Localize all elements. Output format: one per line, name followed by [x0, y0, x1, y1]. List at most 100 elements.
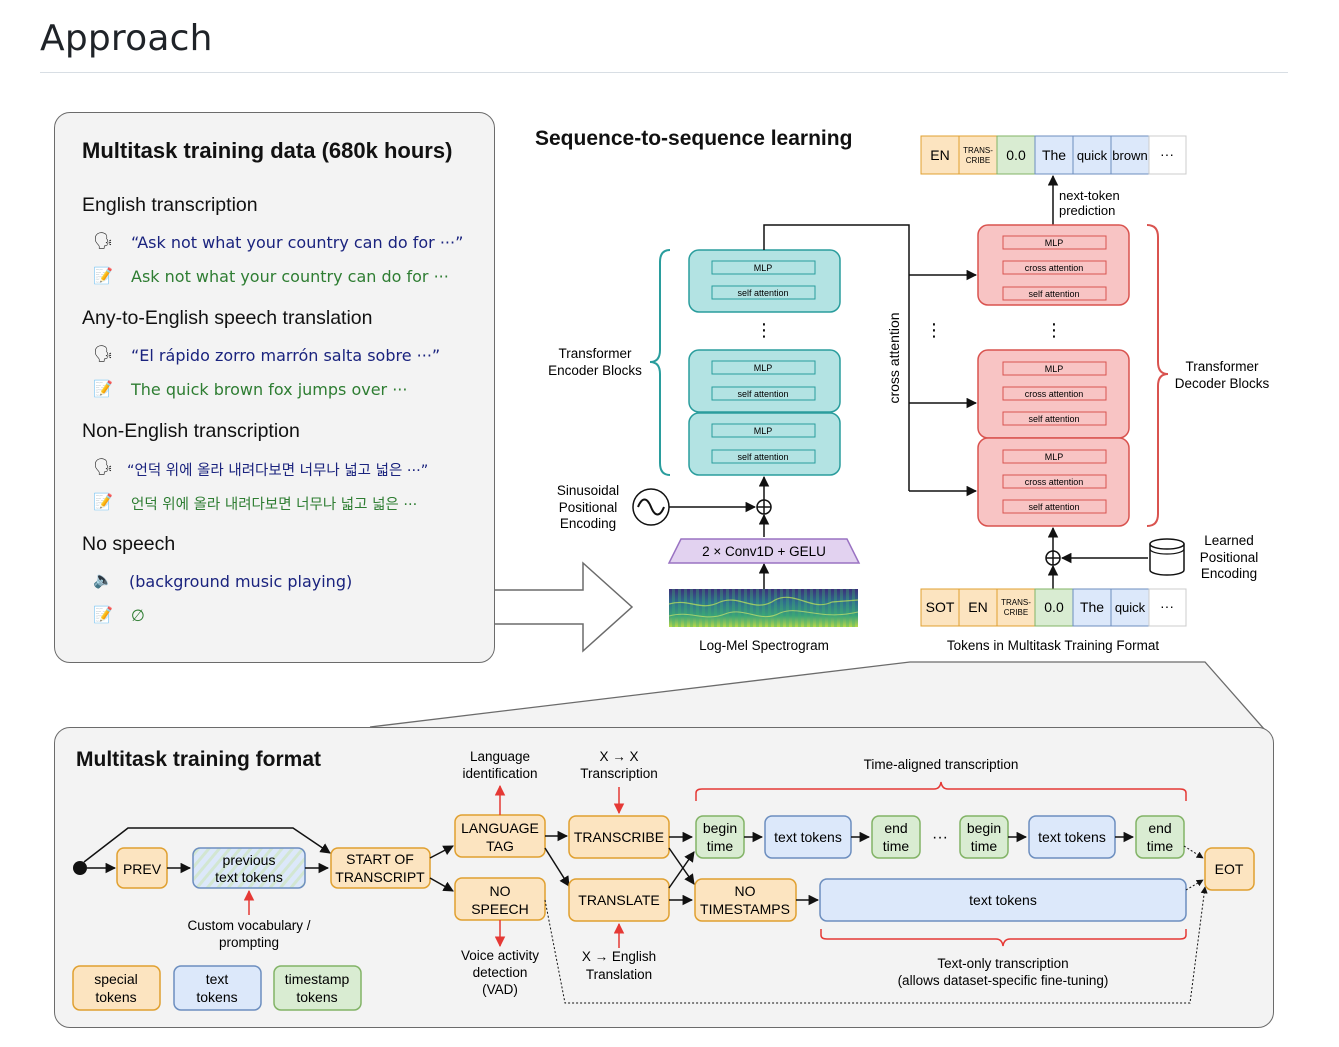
begin-time-label: time: [707, 838, 734, 854]
sot-label: TRANSCRIPT: [335, 869, 425, 885]
section-title-non-english: Non-English transcription: [82, 420, 300, 442]
mlp-label: MLP: [754, 263, 773, 273]
speaking-head-icon: 🗣: [93, 346, 114, 363]
self-attention-label: self attention: [737, 452, 788, 462]
mlp-label: MLP: [1045, 364, 1064, 374]
previous-text-label: previous: [223, 852, 276, 868]
begin-time-label: begin: [967, 820, 1001, 836]
spectrogram-image: [668, 589, 859, 627]
self-attention-label: self attention: [737, 389, 788, 399]
language-id-label: identification: [462, 766, 537, 781]
xx-transcription-label: X → X: [599, 749, 638, 764]
conv-block: [667, 538, 861, 564]
mlp-label: MLP: [754, 363, 773, 373]
end-time-label: end: [884, 820, 907, 836]
begin-time-label: time: [971, 838, 998, 854]
learned-pos-label: Learned: [1204, 533, 1254, 548]
token-sot: SOT: [926, 599, 955, 615]
self-attention-label: self attention: [1028, 414, 1079, 424]
mlp-label: MLP: [754, 426, 773, 436]
time-aligned-label: Time-aligned transcription: [864, 757, 1019, 772]
output-tokens: EN TRANS- CRIBE 0.0 The quick brown ···: [920, 135, 1187, 175]
legend-special: [72, 965, 161, 1011]
token-timestamp: 0.0: [1044, 599, 1064, 615]
learned-pos-label: Positional: [1200, 550, 1259, 565]
sot-label: START OF: [346, 851, 414, 867]
no-speech-label: SPEECH: [471, 901, 529, 917]
training-data-heading: Multitask training data (680k hours): [82, 138, 453, 163]
token-ellipsis: ···: [1160, 146, 1174, 162]
mlp-label: MLP: [1045, 452, 1064, 462]
decoder-stack: MLP cross attention self attention ⋮ MLP…: [977, 224, 1130, 527]
conv-label: 2 × Conv1D + GELU: [702, 544, 826, 559]
tokens-caption: Tokens in Multitask Training Format: [947, 638, 1160, 653]
between-dots: ⋮: [925, 320, 943, 340]
token-text: The: [1042, 147, 1066, 163]
end-time-token: [1135, 815, 1185, 859]
transcript-sample: 언덕 위에 올라 내려다보면 너무나 넓고 넓은 ···: [131, 497, 418, 513]
legend-timestamp: [273, 965, 362, 1011]
text-tokens-label: text tokens: [774, 829, 842, 845]
token-ellipsis: ···: [1160, 598, 1174, 614]
text-only-label: (allows dataset-specific fine-tuning): [898, 973, 1109, 988]
vad-label: Voice activity: [461, 948, 539, 963]
memo-icon: 📝: [93, 268, 113, 285]
format-heading: Multitask training format: [76, 748, 321, 771]
token-text: brown: [1112, 148, 1147, 163]
legend-special-label: special: [94, 971, 138, 987]
speech-sample: “El rápido zorro marrón salta sobre ···”: [131, 346, 441, 365]
transcript-sample: The quick brown fox jumps over ···: [131, 380, 408, 399]
token-timestamp: 0.0: [1006, 147, 1026, 163]
database-icon: [1149, 538, 1185, 576]
end-time-token: [871, 815, 921, 859]
legend-timestamp-label: tokens: [296, 989, 337, 1005]
sinusoidal-label: Sinusoidal: [557, 483, 619, 498]
translate-label: TRANSLATE: [578, 892, 659, 908]
cross-attention-label: cross attention: [1025, 389, 1084, 399]
transcribe-label: TRANSCRIBE: [574, 829, 664, 845]
text-only-brace: [820, 929, 1187, 947]
sequence-dots: ···: [932, 829, 948, 846]
decoder-dots: ⋮: [1045, 320, 1063, 340]
language-tag-label: LANGUAGE: [461, 820, 539, 836]
section-title-translation: Any-to-English speech translation: [82, 307, 373, 329]
decoder-brace: [1146, 224, 1169, 527]
encoder-label: Transformer: [558, 346, 632, 361]
self-attention-label: self attention: [1028, 289, 1079, 299]
speaking-head-icon: 🗣: [93, 459, 114, 476]
token-text: quick: [1077, 148, 1108, 163]
no-speech-label: NO: [490, 883, 511, 899]
training-data-panel: Multitask training data (680k hours) Eng…: [54, 112, 495, 663]
xx-transcription-label: Transcription: [580, 766, 658, 781]
start-node: [73, 861, 87, 875]
text-tokens-label: text tokens: [969, 892, 1037, 908]
legend-text-label: tokens: [196, 989, 237, 1005]
self-attention-label: self attention: [1028, 502, 1079, 512]
spectrogram-label: Log-Mel Spectrogram: [699, 638, 829, 653]
start-of-transcript-token: [330, 847, 431, 889]
text-tokens-label: text tokens: [1038, 829, 1106, 845]
language-tag-label: TAG: [486, 838, 514, 854]
zoom-connector: [369, 661, 1273, 739]
input-tokens: SOT EN TRANS- CRIBE 0.0 The quick ···: [920, 588, 1187, 627]
prev-label: PREV: [123, 861, 162, 877]
eot-label: EOT: [1215, 861, 1244, 877]
memo-icon: 📝: [93, 607, 113, 624]
cross-attention-label: cross attention: [1025, 477, 1084, 487]
token-transcribe-top: TRANS-: [1001, 598, 1031, 607]
decoder-label: Transformer: [1185, 359, 1259, 374]
custom-vocab-label: Custom vocabulary /: [187, 918, 310, 933]
sinusoidal-label: Positional: [559, 500, 618, 515]
language-id-label: Language: [470, 749, 530, 764]
memo-icon: 📝: [93, 494, 113, 511]
decoder-label: Decoder Blocks: [1175, 376, 1270, 391]
sinusoidal-label: Encoding: [560, 516, 616, 531]
data-to-model-arrow: [495, 561, 634, 653]
next-token-label: next-token: [1059, 188, 1120, 203]
no-timestamps-label: NO: [735, 883, 756, 899]
token-text: The: [1080, 599, 1104, 615]
page-title: Approach: [40, 18, 213, 59]
speaker-icon: 🔈: [93, 572, 113, 589]
